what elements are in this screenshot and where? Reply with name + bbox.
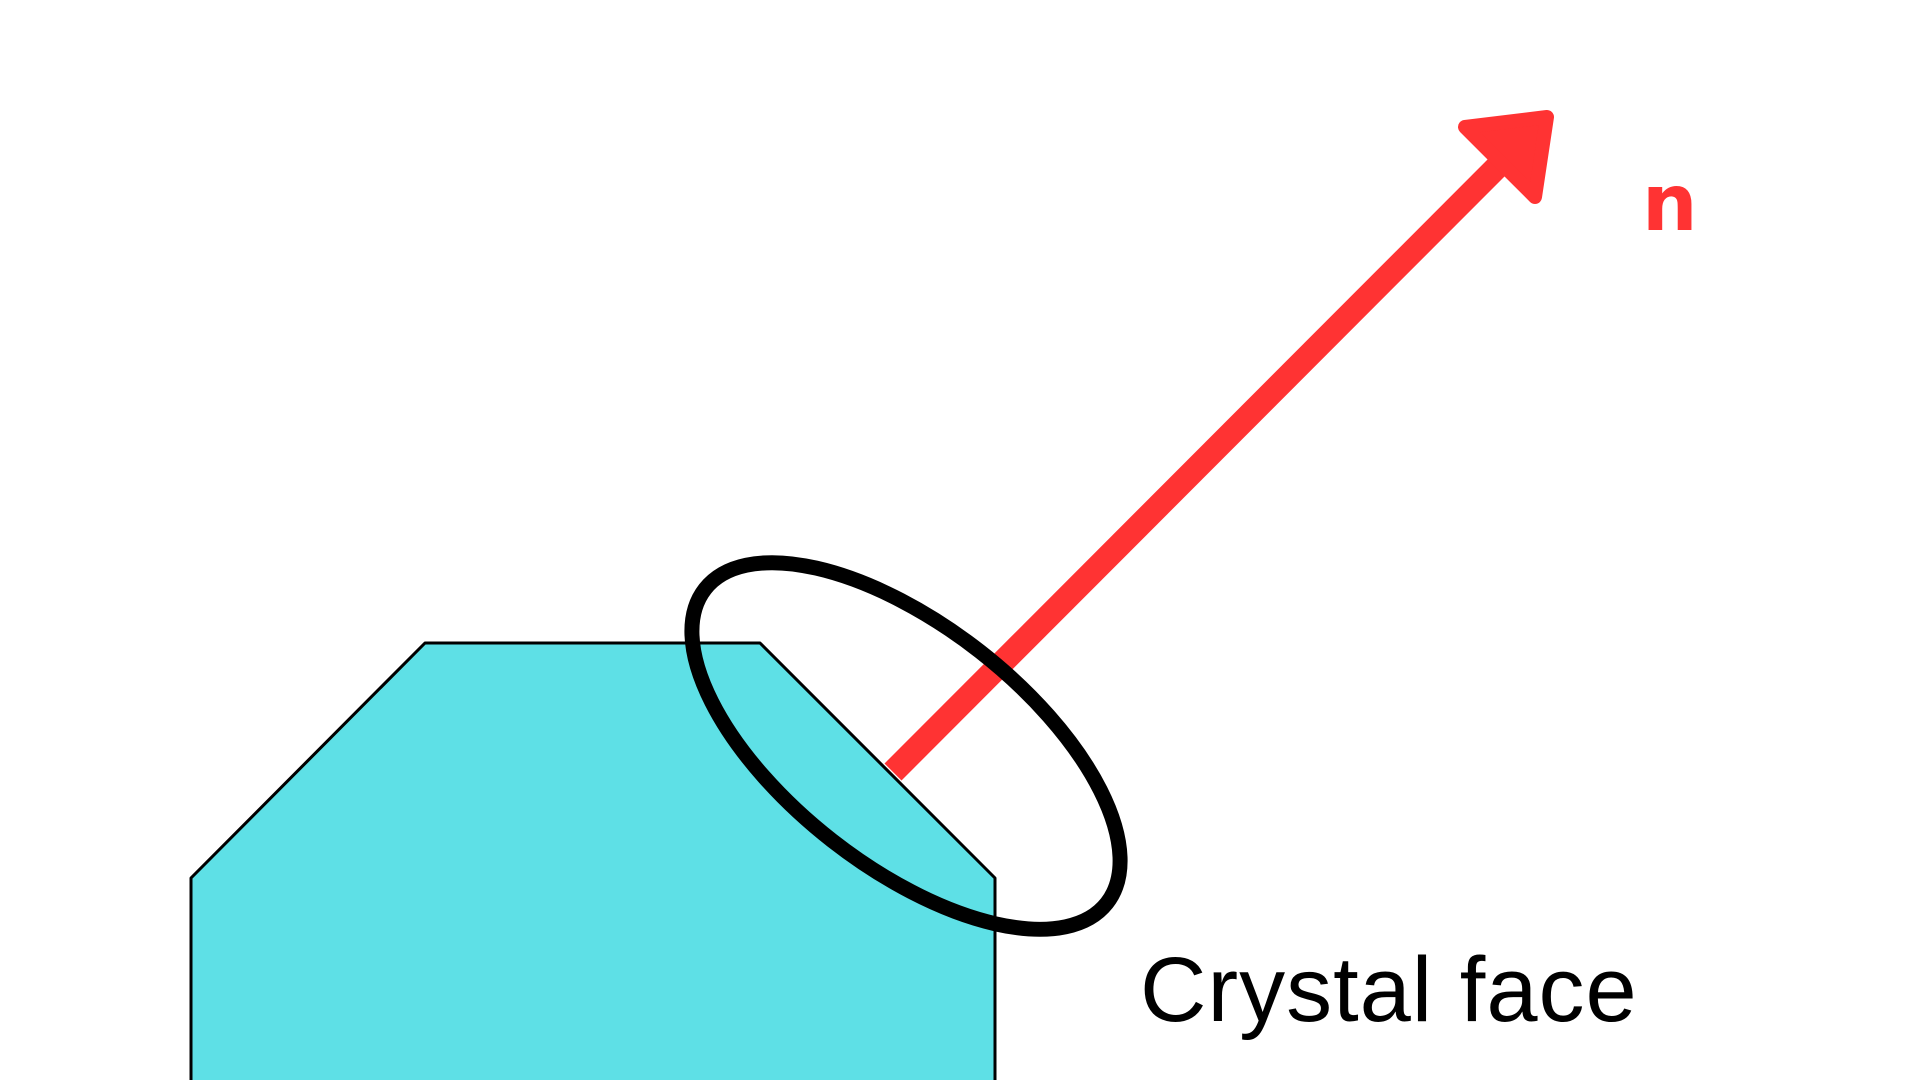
crystal-body [189, 641, 997, 1080]
normal-vector-label: n [1642, 159, 1698, 249]
face-highlight-ellipse [684, 555, 1128, 937]
normal-vector-arrow [884, 110, 1554, 781]
crystal-face-label: Crystal face [1140, 939, 1638, 1041]
normal-vector-shaft [884, 145, 1519, 781]
arrow-icon [1458, 110, 1554, 204]
